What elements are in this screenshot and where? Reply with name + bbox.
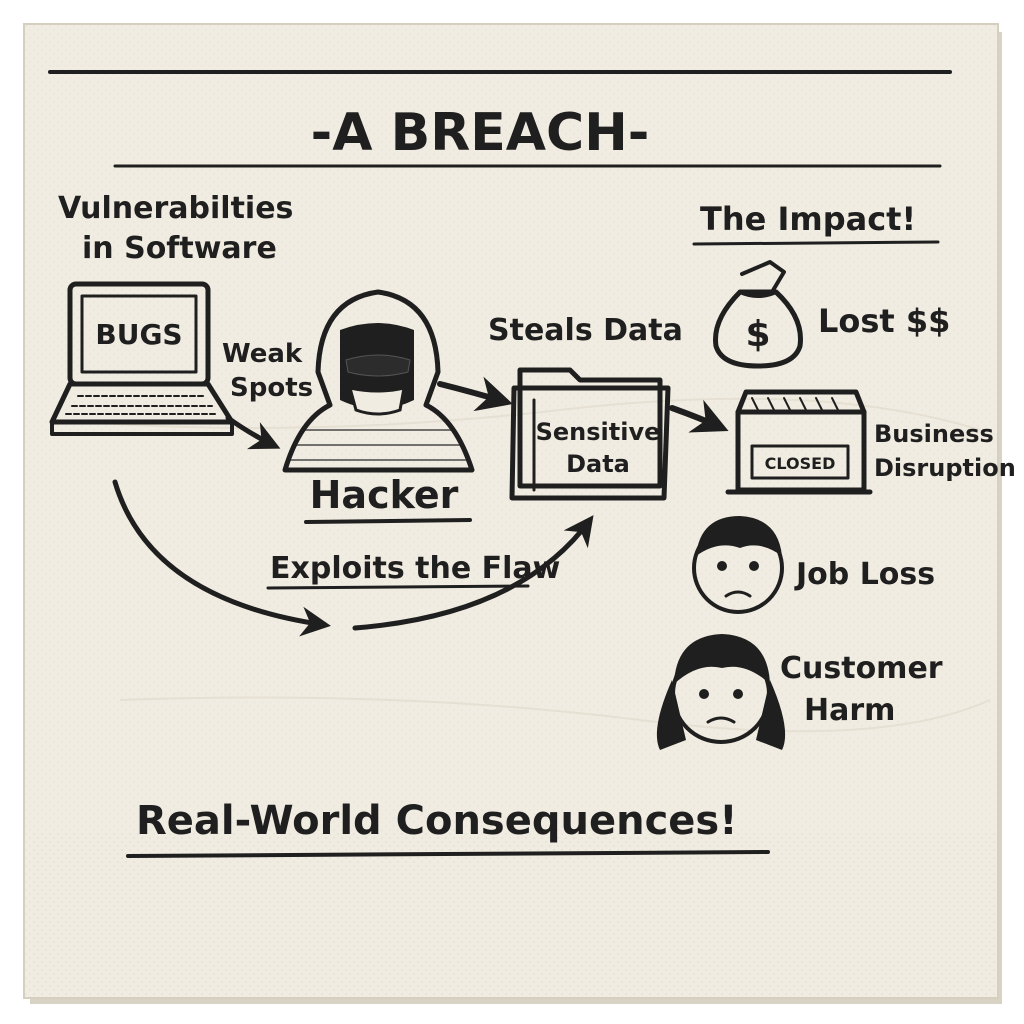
steals-data-label: Steals Data — [488, 313, 683, 348]
exploits-underline — [266, 584, 530, 590]
exploits-label: Exploits the Flaw — [270, 551, 560, 586]
closed-sign-text: CLOSED — [765, 454, 836, 473]
vulnerabilities-label-line2: in Software — [82, 231, 277, 266]
business-label-line1: Business — [874, 420, 994, 448]
money-bag-symbol: $ — [745, 314, 770, 355]
business-label-line2: Disruption — [874, 454, 1016, 482]
footer-underline — [126, 850, 770, 858]
arrow-hacker-to-folder — [437, 376, 513, 412]
arrow-laptop-to-hacker — [225, 415, 281, 450]
vulnerabilities-label-line1: Vulnerabilties — [58, 191, 293, 226]
napkin-background — [23, 23, 1002, 1004]
folder-label-line1: Sensitive — [536, 418, 661, 446]
sad-boy-face-icon — [692, 516, 784, 614]
arrow-folder-to-impact — [669, 399, 729, 433]
curved-arrow-right — [352, 515, 594, 631]
money-bag-icon — [713, 260, 803, 369]
impact-heading: The Impact! — [700, 200, 916, 238]
job-loss-label: Job Loss — [794, 557, 935, 592]
weak-spots-line2: Spots — [230, 373, 313, 403]
impact-underline — [692, 240, 940, 246]
footer-text: Real-World Consequences! — [136, 798, 737, 844]
folder-icon — [509, 367, 671, 501]
customer-label-line1: Customer — [780, 651, 943, 686]
weak-spots-line1: Weak — [222, 339, 303, 369]
lost-money-label: Lost $$ — [818, 302, 950, 340]
closed-store-icon — [725, 389, 873, 495]
folder-label-line2: Data — [566, 450, 630, 478]
sad-girl-face-icon — [656, 634, 786, 750]
curved-arrow-left — [112, 479, 331, 637]
hacker-underline — [304, 518, 472, 524]
customer-label-line2: Harm — [804, 693, 895, 728]
laptop-screen-text: BUGS — [95, 318, 182, 351]
hacker-icon — [282, 289, 475, 473]
hacker-label: Hacker — [310, 473, 459, 517]
title-block: -A BREACH- — [48, 70, 952, 168]
diagram-title: -A BREACH- — [311, 103, 650, 163]
